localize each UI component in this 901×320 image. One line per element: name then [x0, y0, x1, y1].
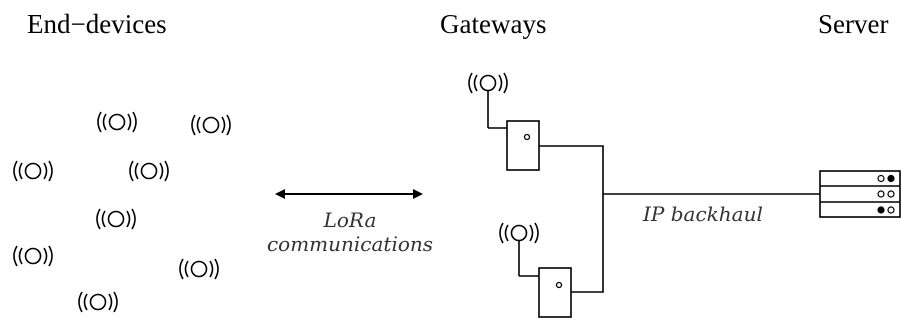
backhaul-branch-lines	[539, 145, 604, 293]
end-device-icon	[97, 111, 137, 133]
end-device-icon	[96, 208, 136, 230]
end-device-icon	[191, 114, 231, 136]
end-devices-heading: End−devices	[27, 9, 167, 39]
lora-label: LoRa communications	[250, 208, 450, 256]
lora-label-line2: communications	[266, 232, 434, 256]
end-device-icon	[13, 160, 53, 182]
server-rack-icon	[819, 170, 901, 218]
end-device-icon	[13, 245, 53, 267]
gateway-box-icon	[506, 120, 540, 171]
gateway-box-icon	[538, 267, 572, 318]
gateway-antenna-icon	[499, 222, 539, 244]
gateways-heading: Gateways	[440, 9, 547, 39]
lora-label-line1: LoRa	[323, 208, 377, 232]
server-heading: Server	[818, 9, 889, 39]
gateway-led-icon	[555, 281, 563, 289]
ip-backhaul-label: IP backhaul	[643, 202, 763, 226]
gateway-led-icon	[523, 133, 531, 141]
end-device-icon	[78, 291, 118, 313]
end-device-icon	[129, 160, 169, 182]
end-device-icon	[179, 258, 219, 280]
